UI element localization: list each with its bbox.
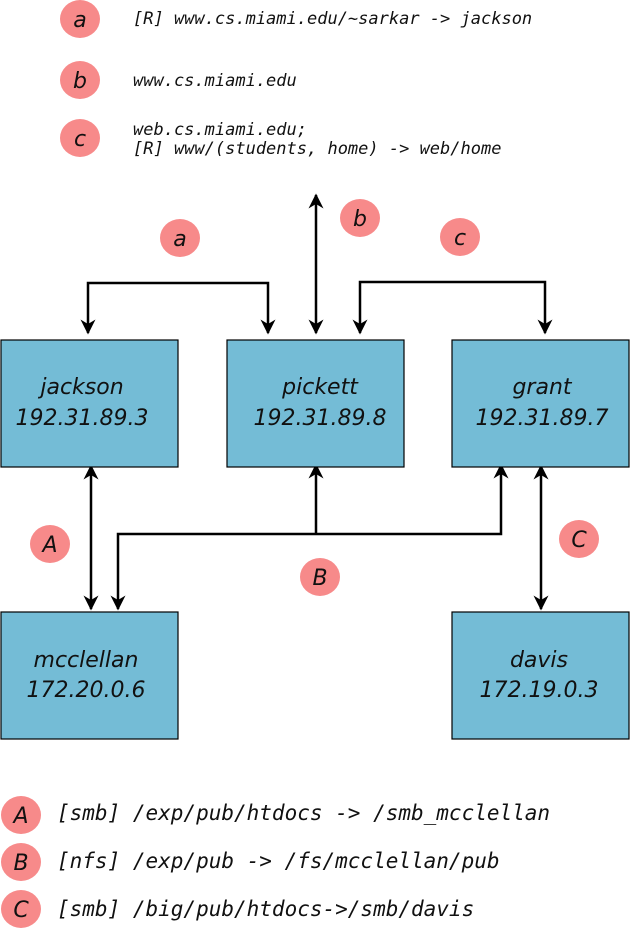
badge-A-connection-label: A: [40, 533, 57, 558]
badge-C-legend: [1, 890, 41, 928]
legend-bottom-B: B [nfs] /exp/pub -> /fs/mcclellan/pub: [1, 843, 500, 881]
node-grant-ip: 192.31.89.7: [476, 406, 609, 431]
badge-C-legend-label: C: [13, 898, 29, 923]
node-davis-box: [451, 611, 630, 740]
legend-c-text-line1: web.cs.miami.edu;: [133, 120, 307, 140]
node-jackson-box: [0, 339, 179, 468]
badge-b-connection: [340, 199, 380, 237]
badge-c-legend: [60, 119, 100, 157]
badge-c-connection-label: c: [454, 226, 466, 251]
legend-top-b: b www.cs.miami.edu: [60, 61, 297, 99]
node-grant: grant 192.31.89.7: [451, 339, 630, 468]
node-jackson-ip: 192.31.89.3: [16, 406, 149, 431]
node-grant-name: grant: [512, 375, 572, 400]
badge-A-legend-label: A: [11, 804, 28, 829]
badge-c-connection: [440, 218, 480, 256]
badge-A-legend: [1, 796, 41, 834]
node-davis: davis 172.19.0.3: [451, 611, 630, 740]
legend-A-text: [smb] /exp/pub/htdocs -> /smb_mcclellan: [57, 801, 550, 825]
badge-b-connection-label: b: [353, 207, 367, 232]
node-mcclellan: mcclellan 172.20.0.6: [0, 611, 179, 740]
node-pickett-name: pickett: [281, 375, 359, 400]
badge-A-connection: [30, 525, 70, 563]
badge-b-legend: [60, 61, 100, 99]
connection-a: [80, 281, 276, 335]
badge-B-connection-label: B: [312, 566, 327, 591]
badge-B-legend: [1, 843, 41, 881]
legend-bottom-A: A [smb] /exp/pub/htdocs -> /smb_mcclella…: [1, 796, 550, 834]
badge-c-legend-label: c: [74, 127, 86, 152]
badge-C-connection: [559, 520, 599, 558]
legend-b-text: www.cs.miami.edu: [133, 71, 297, 91]
badge-B-connection: [300, 558, 340, 596]
badge-a-legend: [60, 0, 100, 38]
node-pickett: pickett 192.31.89.8: [226, 339, 405, 468]
node-jackson-name: jackson: [37, 375, 123, 400]
node-mcclellan-ip: 172.20.0.6: [27, 678, 146, 703]
node-pickett-box: [226, 339, 405, 468]
legend-bottom-C: C [smb] /big/pub/htdocs->/smb/davis: [1, 890, 474, 928]
legend-C-text: [smb] /big/pub/htdocs->/smb/davis: [57, 897, 474, 921]
node-davis-ip: 172.19.0.3: [480, 678, 599, 703]
badge-B-legend-label: B: [13, 851, 28, 876]
legend-top-a: a [R] www.cs.miami.edu/~sarkar -> jackso…: [60, 0, 532, 38]
node-davis-name: davis: [510, 648, 568, 673]
legend-top-c: c web.cs.miami.edu; [R] www/(students, h…: [60, 119, 501, 159]
legend-a-text: [R] www.cs.miami.edu/~sarkar -> jackson: [133, 9, 532, 29]
badge-a-legend-label: a: [73, 8, 86, 33]
node-grant-box: [451, 339, 630, 468]
legend-c-text-line2: [R] www/(students, home) -> web/home: [133, 139, 501, 159]
node-pickett-ip: 192.31.89.8: [254, 406, 387, 431]
legend-B-text: [nfs] /exp/pub -> /fs/mcclellan/pub: [57, 849, 500, 873]
connection-B-grant: [110, 463, 509, 611]
badge-C-connection-label: C: [571, 528, 587, 553]
badge-a-connection-label: a: [173, 227, 186, 252]
badge-b-legend-label: b: [73, 69, 87, 94]
node-mcclellan-box: [0, 611, 179, 740]
node-jackson: jackson 192.31.89.3: [0, 339, 179, 468]
node-mcclellan-name: mcclellan: [34, 648, 139, 673]
badge-a-connection: [160, 219, 200, 257]
connection-c: [352, 280, 553, 335]
